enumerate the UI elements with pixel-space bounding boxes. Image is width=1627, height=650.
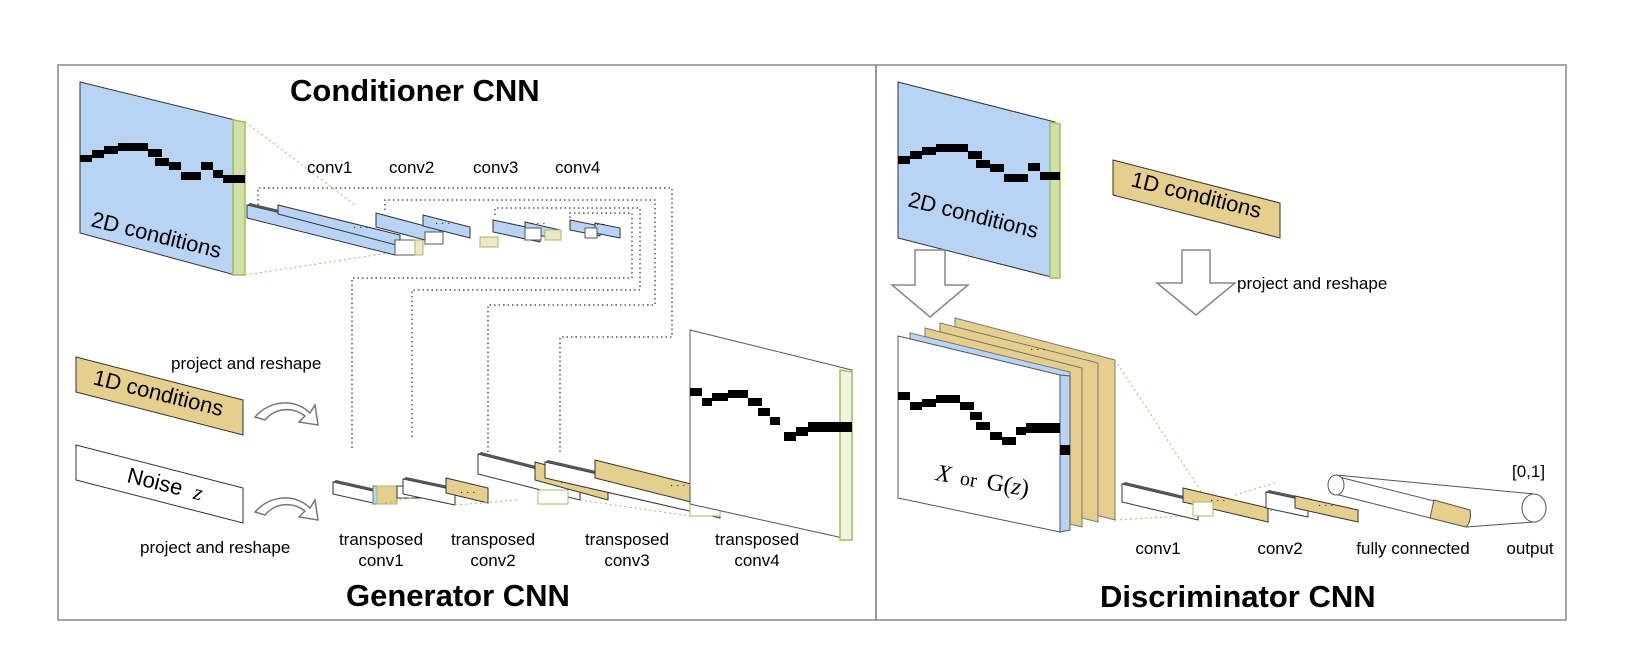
project-arrow-icon [253,497,319,521]
down-arrow-icon [1154,249,1238,316]
svg-text:· · ·: · · · [1210,495,1226,506]
conditioner-title: Conditioner CNN [290,73,540,108]
conditioner-input-2d: 2D conditions [79,81,246,276]
conditioner-conv1-block: · · · [246,203,424,256]
discriminator-input-label: X or G(z) [933,460,1031,502]
generator-noise: Noise z [75,444,244,524]
discriminator-layer-label: output [1506,539,1554,558]
discriminator-cond1d: 1D conditions [1112,159,1281,239]
discriminator-layer-label: conv2 [1257,539,1302,558]
conditioner-conv2-block: · · · [375,212,499,248]
discriminator-conv2-block: · · · [1265,490,1359,523]
svg-text:· · ·: · · · [460,487,476,498]
generator-layer-label: conv2 [470,551,515,570]
project-arrow-icon [253,402,319,426]
right-panel-frame [875,64,1567,621]
generator-project-label-bottom: project and reshape [140,538,290,557]
discriminator-layer-label: fully connected [1356,539,1469,558]
svg-text:· · ·: · · · [670,480,686,491]
svg-text:· · ·: · · · [353,222,369,233]
generator-project-label-top: project and reshape [171,354,321,373]
conditioner-conv4-block: · · [569,219,621,239]
discriminator-input-stack: · · · X or G(z) [897,317,1116,533]
svg-text:· · ·: · · · [1318,500,1334,511]
discriminator-project-label: project and reshape [1237,274,1387,293]
generator-layer-label: transposed [715,530,799,549]
generator-layer-label: transposed [339,530,423,549]
conditioner-layer-label: conv3 [473,158,518,177]
svg-text:· · ·: · · · [435,218,451,229]
generator-layer-label: conv3 [604,551,649,570]
discriminator-title: Discriminator CNN [1100,579,1376,614]
generator-output [689,329,853,541]
generator-tconv2-block: · · · [402,477,489,506]
conditioner-layer-label: conv1 [307,158,352,177]
generator-title: Generator CNN [346,578,570,613]
discriminator-output [1335,474,1547,528]
conditioner-layer-label: conv2 [389,158,434,177]
discriminator-conv1-block: · · · [1121,482,1269,523]
discriminator-output-range: [0,1] [1512,462,1545,481]
conditioner-layer-label: conv4 [555,158,600,177]
generator-layer-label: conv4 [734,551,779,570]
svg-text:· · ·: · · · [530,218,546,229]
discriminator-layer-label: conv1 [1135,539,1180,558]
generator-layer-label: conv1 [358,551,403,570]
discriminator-cond2d: 2D conditions [897,81,1061,279]
generator-layer-label: transposed [585,530,669,549]
svg-text:· ·: · · [596,219,605,230]
svg-text:· · ·: · · · [1030,344,1046,355]
generator-layer-label: transposed [451,530,535,549]
conditioner-conv3-block: · · · [492,218,562,243]
down-arrow-icon [889,249,971,318]
